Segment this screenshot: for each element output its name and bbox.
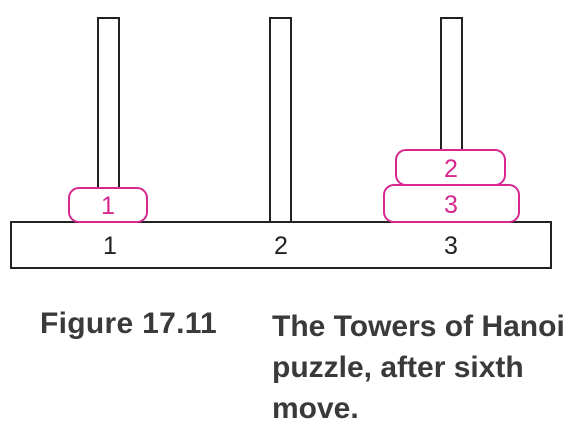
peg-label-1: 1 [103,232,117,260]
disk-2-label: 2 [444,155,458,183]
disk-3-label: 3 [444,191,458,219]
figure-number: Figure 17.11 [40,307,218,340]
disk-1 [68,187,148,223]
towers-of-hanoi-diagram: 1 2 3 1 2 3 [10,17,552,269]
peg-2-rod [269,17,292,223]
disk-1-label: 1 [101,192,115,220]
base [10,221,552,269]
peg-label-2: 2 [274,232,288,260]
figure-caption: The Towers of Hanoi puzzle, after sixth … [272,310,565,425]
disk-3 [383,184,520,223]
peg-label-3: 3 [444,232,458,260]
